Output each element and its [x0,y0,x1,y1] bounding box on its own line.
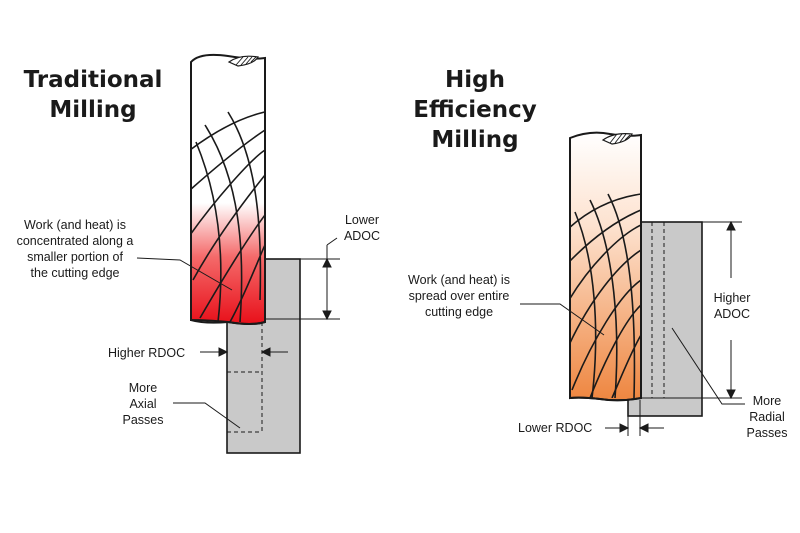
note-line: the cutting edge [30,266,120,280]
radial-passes-leader [671,327,745,405]
axial-passes-label: More Axial Passes [115,380,171,428]
label-line: Radial [749,410,785,424]
label-line: Lower [344,213,380,227]
axial-passes-leader [173,402,241,429]
label-line: More [752,394,782,408]
lower-rdoc-dimension [605,400,664,436]
left-work-leader [136,257,233,291]
label-line: Axial [129,397,157,411]
lower-adoc-dimension [300,237,340,321]
note-line: Work (and heat) is [24,218,126,232]
note-line: cutting edge [424,305,494,319]
right-work-leader [520,303,605,336]
high-efficiency-milling-figure [520,131,745,436]
note-line: Work (and heat) is [408,273,510,287]
label-line: Passes [746,426,788,440]
higher-rdoc-label: Higher RDOC [108,345,200,361]
higher-adoc-label: Higher ADOC [707,290,757,322]
label-line: ADOC [713,307,751,321]
right-tool [569,131,642,402]
note-line: concentrated along a [16,234,134,248]
lower-rdoc-label: Lower RDOC [518,420,604,436]
title-line: Traditional [23,67,163,93]
left-work-note: Work (and heat) is concentrated along a … [0,217,150,281]
traditional-milling-title: Traditional Milling [20,65,166,125]
radial-passes-label: More Radial Passes [740,393,794,441]
left-pass-lines [227,322,263,433]
right-pass-lines [651,222,665,398]
label-line: More [128,381,158,395]
title-line: Milling [49,97,137,123]
label-line: ADOC [343,229,381,243]
label-line: Passes [122,413,164,427]
higher-adoc-dimension [702,220,742,400]
label-line: Lower RDOC [518,421,593,435]
left-tool [190,53,266,325]
lower-adoc-label: Lower ADOC [337,212,387,244]
high-efficiency-milling-title: High Efficiency Milling [400,65,550,155]
label-line: Higher [713,291,751,305]
label-line: Higher RDOC [108,346,186,360]
note-line: spread over entire [408,289,510,303]
traditional-milling-figure [136,53,340,454]
right-work-note: Work (and heat) is spread over entire cu… [393,272,525,320]
title-line: Efficiency [413,97,537,123]
title-line: High [445,67,505,93]
higher-rdoc-dimension [200,347,288,357]
note-line: smaller portion of [27,250,123,264]
title-line: Milling [431,127,519,153]
